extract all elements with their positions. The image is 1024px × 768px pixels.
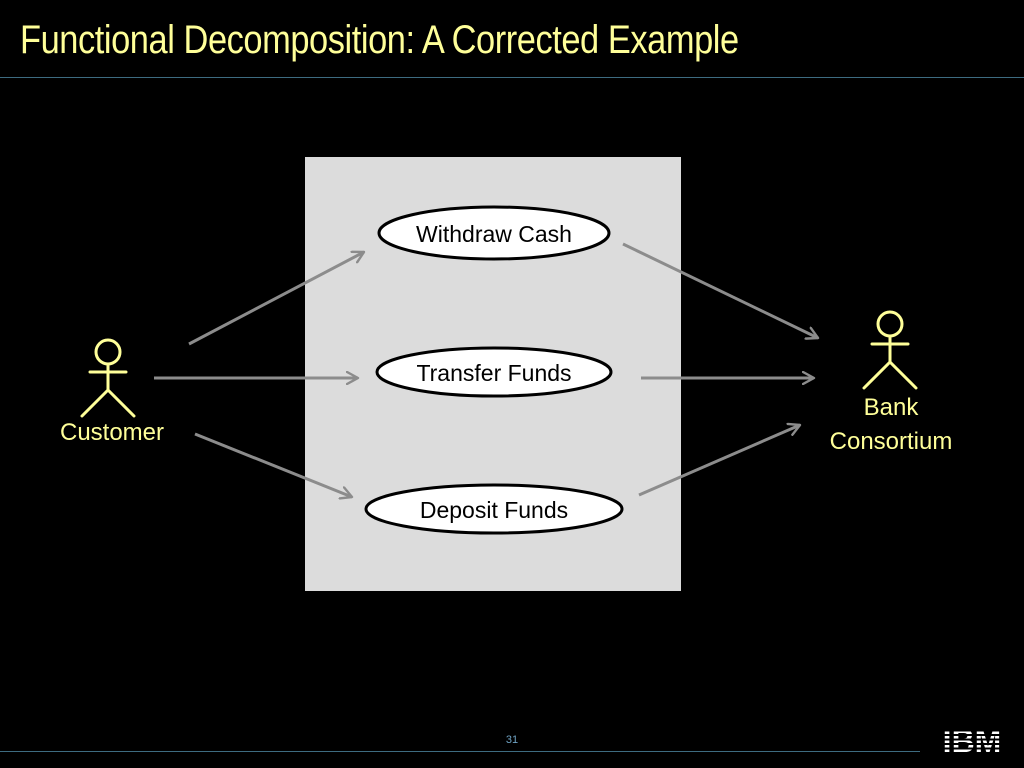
association-arrows [154, 242, 818, 497]
use-case-label: Deposit Funds [420, 497, 568, 523]
use-case-label: Withdraw Cash [416, 221, 572, 247]
use-case-ellipse [377, 205, 611, 261]
use-case-transfer-funds: Transfer Funds [375, 346, 613, 398]
actor-bank-consortium: Bank Consortium [830, 310, 953, 455]
actor-label-line-1: Bank [864, 394, 920, 421]
actor-label-line-2: Consortium [830, 428, 953, 455]
arrow-customer-to-deposit-funds [194, 432, 352, 497]
page-number: 31 [505, 734, 519, 746]
footer-divider [0, 751, 920, 752]
arrow-withdraw-cash-to-bank-consortium [622, 242, 818, 338]
use-case-withdraw-cash: Withdraw Cash [377, 205, 611, 261]
ibm-logo: IBM [942, 724, 1002, 756]
arrow-deposit-funds-to-bank-consortium [638, 425, 800, 497]
stick-figure-icon [862, 310, 918, 390]
slide-title: Functional Decomposition: A Corrected Ex… [20, 18, 739, 62]
actor-label: Customer [60, 419, 164, 446]
use-case-label: Transfer Funds [416, 360, 571, 386]
title-divider [0, 77, 1024, 78]
use-case-ellipse [375, 346, 613, 398]
stick-figure-icon [80, 338, 136, 418]
actor-customer: Customer [60, 338, 164, 446]
use-case-ellipse [364, 483, 624, 535]
arrow-customer-to-withdraw-cash [188, 252, 364, 346]
use-case-deposit-funds: Deposit Funds [364, 483, 624, 535]
